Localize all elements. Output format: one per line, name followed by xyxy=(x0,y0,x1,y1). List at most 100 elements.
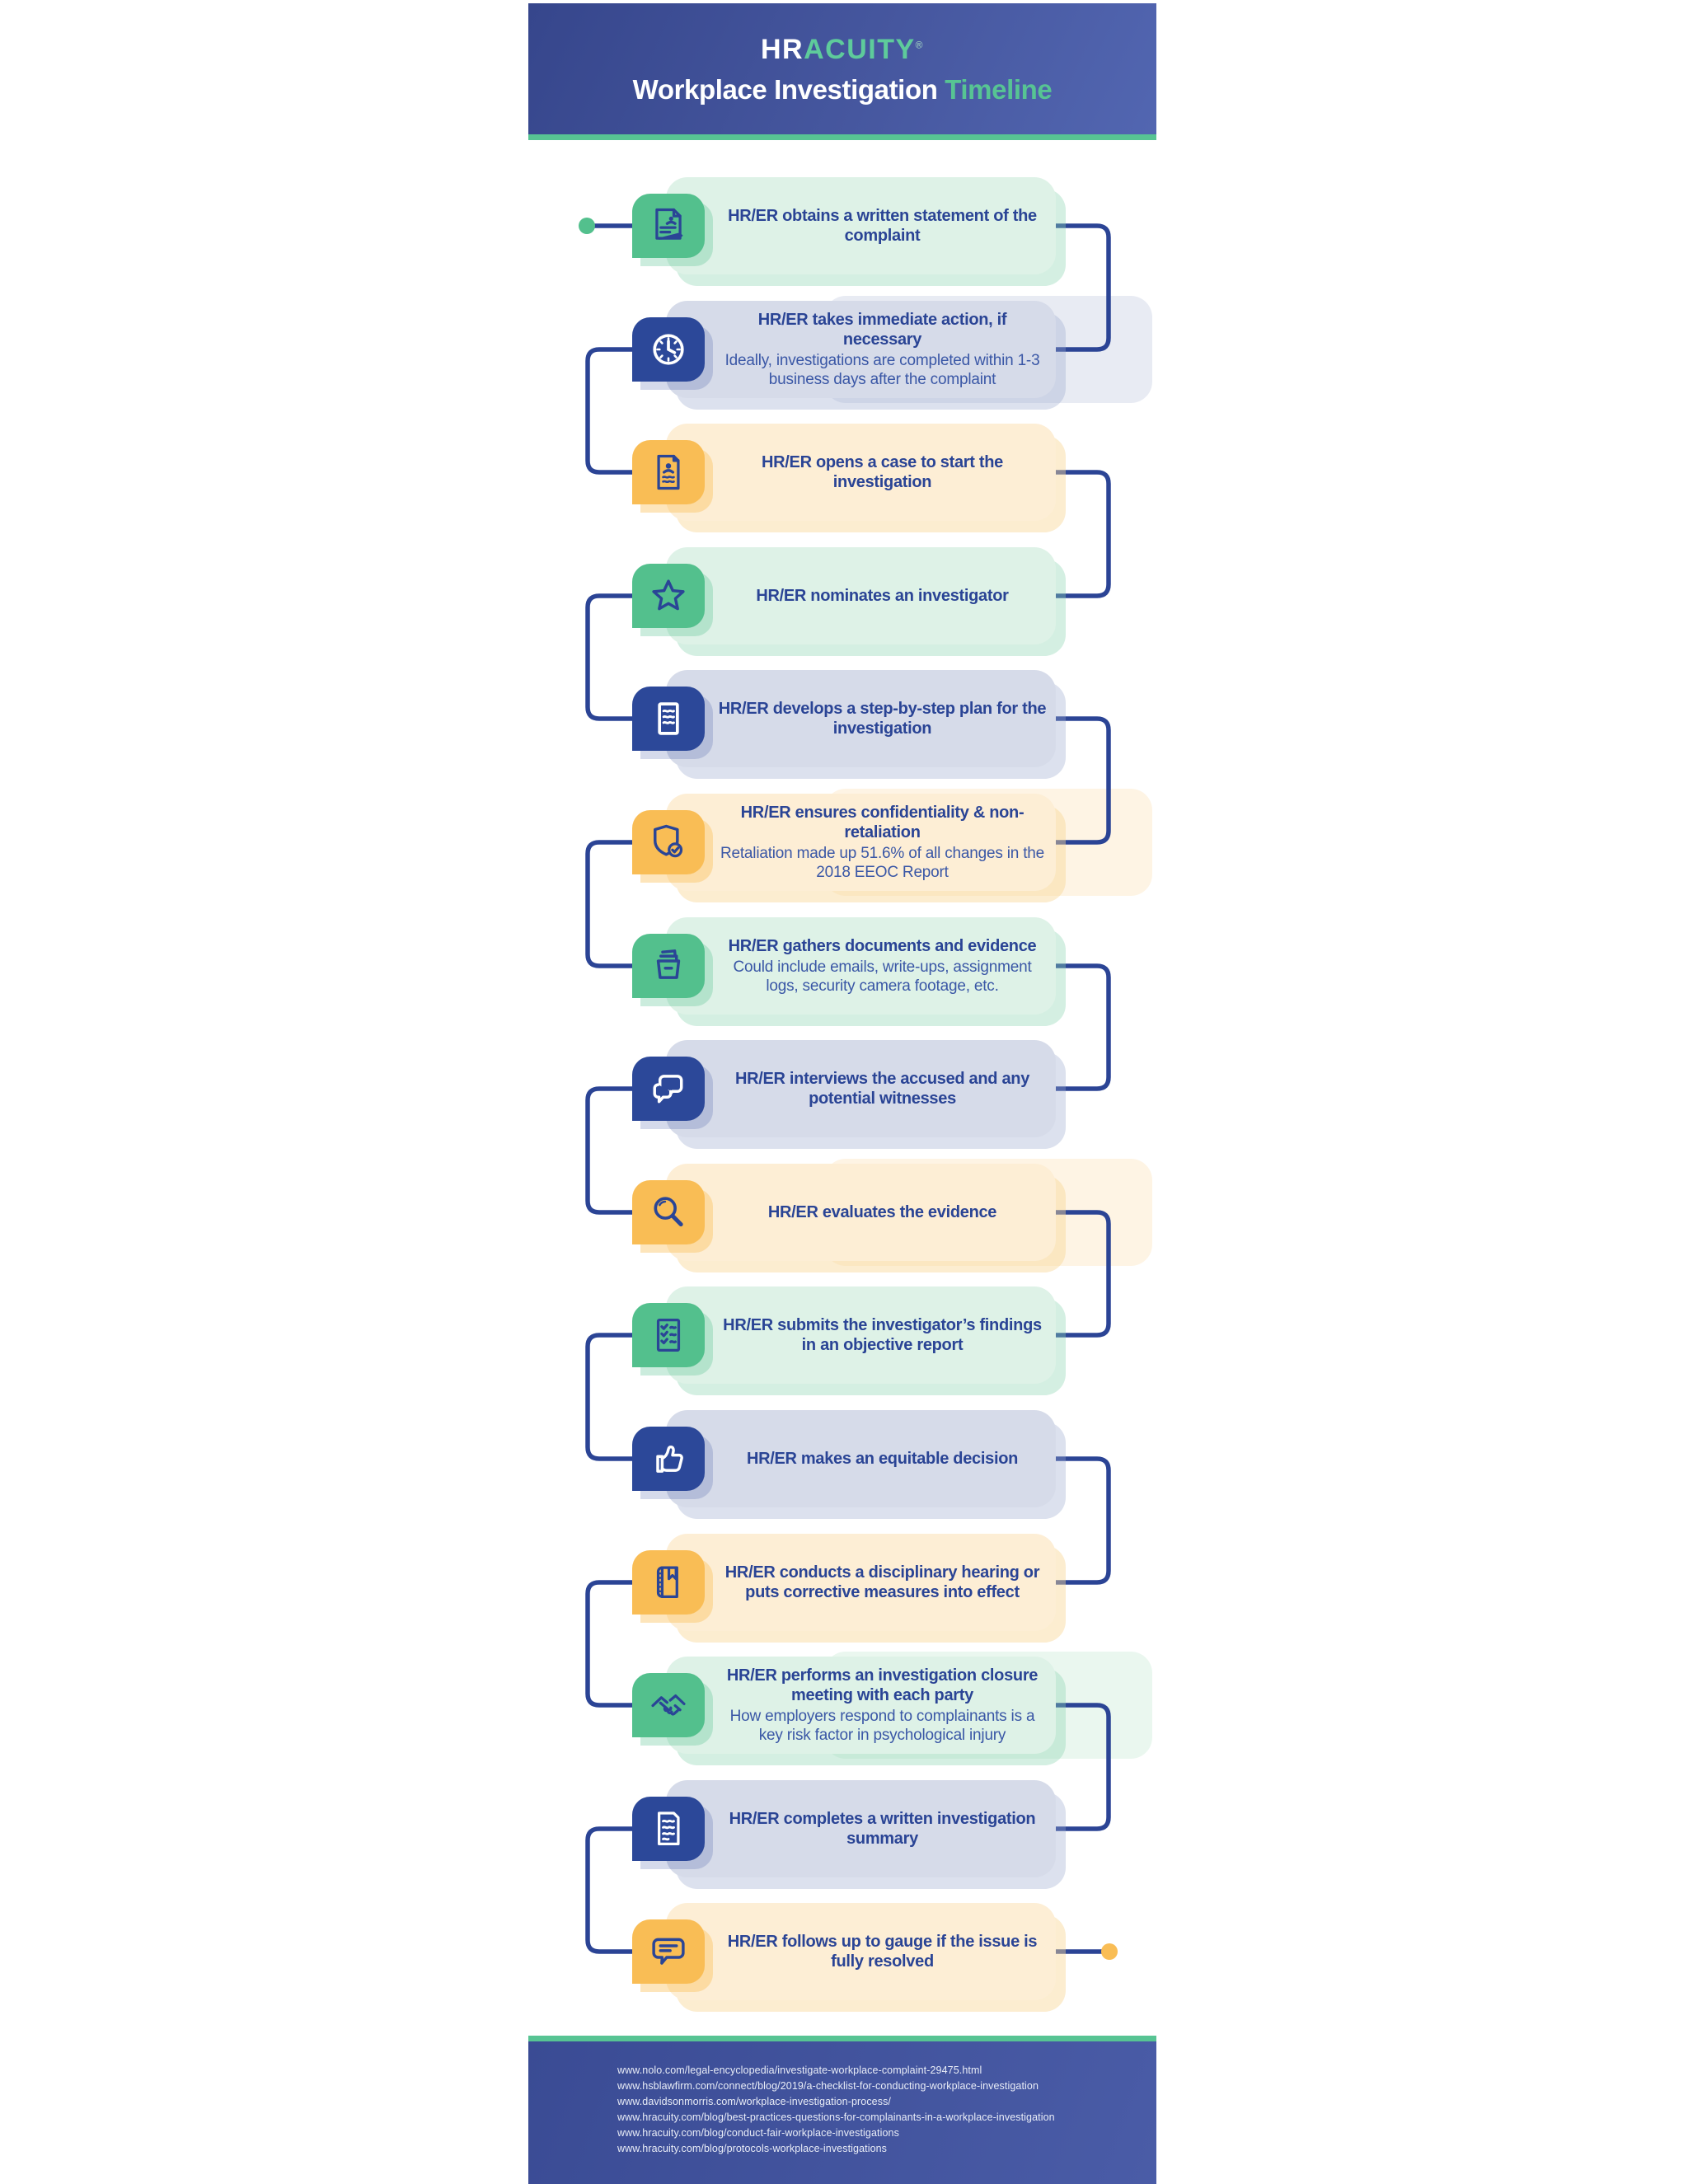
card-text: HR/ER interviews the accused and any pot… xyxy=(717,1069,1048,1108)
card-text: HR/ER obtains a written statement of the… xyxy=(717,206,1048,246)
icon-tile xyxy=(632,1180,705,1244)
card-text: HR/ER conducts a disciplinary hearing or… xyxy=(717,1563,1048,1602)
source-url: www.hsblawfirm.com/connect/blog/2019/a-c… xyxy=(617,2080,1039,2092)
timeline-card-1: HR/ER obtains a written statement of the… xyxy=(666,177,1056,274)
timeline-card-9: HR/ER evaluates the evidence xyxy=(666,1164,1056,1261)
timeline-card-14: HR/ER completes a written investigation … xyxy=(666,1780,1056,1877)
document-pen-icon xyxy=(647,204,690,247)
footer-banner: www.nolo.com/legal-encyclopedia/investig… xyxy=(528,2036,1156,2184)
card-title: HR/ER opens a case to start the investig… xyxy=(761,453,1003,491)
card-title: HR/ER performs an investigation closure … xyxy=(726,1666,1039,1704)
timeline-card-7: HR/ER gathers documents and evidence Cou… xyxy=(666,917,1056,1015)
thumbs-up-icon xyxy=(647,1437,690,1480)
icon-tile xyxy=(632,1673,705,1737)
shield-check-icon xyxy=(647,821,690,864)
hracuity-logo: HRACUITY® xyxy=(761,35,924,63)
icon-tile xyxy=(632,1550,705,1615)
handshake-icon xyxy=(647,1684,690,1727)
card-subtitle: Retaliation made up 51.6% of all changes… xyxy=(720,845,1045,881)
card-title: HR/ER gathers documents and evidence xyxy=(728,937,1037,955)
connector-line xyxy=(585,1580,635,1708)
logo-acuity-text: ACUITY xyxy=(804,33,916,65)
timeline-card-15: HR/ER follows up to gauge if the issue i… xyxy=(666,1903,1056,2000)
logo-hr-text: HR xyxy=(760,33,804,65)
source-url: www.hracuity.com/blog/best-practices-que… xyxy=(617,2111,1055,2123)
speech-bubbles-icon xyxy=(647,1067,690,1110)
card-text: HR/ER develops a step-by-step plan for t… xyxy=(717,699,1048,738)
card-title: HR/ER ensures confidentiality & non-reta… xyxy=(740,804,1025,841)
checklist-icon xyxy=(647,1314,690,1357)
card-title: HR/ER evaluates the evidence xyxy=(767,1203,997,1221)
icon-tile xyxy=(632,687,705,751)
card-subtitle: Ideally, investigations are completed wi… xyxy=(724,352,1040,388)
card-text: HR/ER evaluates the evidence xyxy=(767,1202,997,1222)
timeline-card-5: HR/ER develops a step-by-step plan for t… xyxy=(666,670,1056,767)
icon-tile xyxy=(632,934,705,998)
timeline-card-2: HR/ER takes immediate action, if necessa… xyxy=(666,301,1056,398)
book-bookmark-icon xyxy=(647,1561,690,1604)
source-url: www.hracuity.com/blog/conduct-fair-workp… xyxy=(617,2127,899,2139)
connector-line xyxy=(1053,470,1111,598)
icon-tile xyxy=(632,564,705,628)
notepad-icon xyxy=(647,697,690,740)
connector-line xyxy=(585,1333,635,1461)
card-text: HR/ER submits the investigator’s finding… xyxy=(717,1315,1048,1355)
speech-bubble-icon xyxy=(647,1930,690,1973)
icon-tile xyxy=(632,440,705,504)
card-text: HR/ER gathers documents and evidence Cou… xyxy=(717,936,1048,996)
timeline-card-8: HR/ER interviews the accused and any pot… xyxy=(666,1040,1056,1137)
page-title: Workplace Investigation Timeline xyxy=(633,76,1053,103)
card-title: HR/ER submits the investigator’s finding… xyxy=(723,1316,1042,1354)
card-text: HR/ER opens a case to start the investig… xyxy=(717,452,1048,492)
connector-line xyxy=(1053,963,1111,1091)
card-text: HR/ER follows up to gauge if the issue i… xyxy=(717,1932,1048,1971)
card-text: HR/ER makes an equitable decision xyxy=(747,1449,1018,1469)
archive-box-icon xyxy=(647,944,690,987)
icon-tile xyxy=(632,1303,705,1367)
card-title: HR/ER takes immediate action, if necessa… xyxy=(757,311,1007,349)
timeline-card-12: HR/ER conducts a disciplinary hearing or… xyxy=(666,1534,1056,1631)
icon-tile xyxy=(632,1427,705,1491)
icon-tile xyxy=(632,810,705,874)
icon-tile xyxy=(632,194,705,258)
start-dot xyxy=(579,218,595,234)
end-dot xyxy=(1101,1943,1118,1960)
card-title: HR/ER obtains a written statement of the… xyxy=(728,207,1037,245)
connector-line xyxy=(585,593,635,721)
connector-line xyxy=(1053,1456,1111,1585)
icon-tile xyxy=(632,1057,705,1121)
card-text: HR/ER performs an investigation closure … xyxy=(717,1666,1048,1745)
timeline-card-11: HR/ER makes an equitable decision xyxy=(666,1410,1056,1507)
clock-icon xyxy=(647,328,690,371)
icon-tile xyxy=(632,1919,705,1984)
card-title: HR/ER interviews the accused and any pot… xyxy=(734,1070,1030,1108)
timeline-card-3: HR/ER opens a case to start the investig… xyxy=(666,424,1056,521)
header-banner: HRACUITY® Workplace Investigation Timeli… xyxy=(528,3,1156,140)
timeline-card-4: HR/ER nominates an investigator xyxy=(666,547,1056,644)
card-subtitle: How employers respond to complainants is… xyxy=(729,1708,1035,1744)
timeline-card-6: HR/ER ensures confidentiality & non-reta… xyxy=(666,794,1056,891)
card-title: HR/ER follows up to gauge if the issue i… xyxy=(727,1933,1038,1971)
card-title: HR/ER develops a step-by-step plan for t… xyxy=(718,700,1047,738)
timeline-card-10: HR/ER submits the investigator’s finding… xyxy=(666,1286,1056,1384)
card-title: HR/ER completes a written investigation … xyxy=(729,1810,1036,1848)
connector-line xyxy=(585,347,635,475)
card-text: HR/ER completes a written investigation … xyxy=(717,1809,1048,1849)
connector-line xyxy=(585,840,635,968)
page-title-main: Workplace Investigation xyxy=(632,73,938,105)
source-url: www.nolo.com/legal-encyclopedia/investig… xyxy=(617,2064,982,2076)
id-document-icon xyxy=(647,451,690,494)
connector-line xyxy=(585,1826,635,1954)
card-text: HR/ER nominates an investigator xyxy=(756,586,1009,606)
page-title-accent: Timeline xyxy=(945,73,1053,105)
source-url-list: www.nolo.com/legal-encyclopedia/investig… xyxy=(617,2063,1156,2157)
star-icon xyxy=(647,574,690,617)
source-url: www.hracuity.com/blog/protocols-workplac… xyxy=(617,2143,888,2154)
document-lines-icon xyxy=(647,1807,690,1850)
magnifier-icon xyxy=(647,1191,690,1234)
source-url: www.davidsonmorris.com/workplace-investi… xyxy=(617,2096,892,2107)
card-subtitle: Could include emails, write-ups, assignm… xyxy=(733,958,1032,995)
registered-mark: ® xyxy=(915,39,924,51)
card-title: HR/ER conducts a disciplinary hearing or… xyxy=(724,1563,1040,1601)
